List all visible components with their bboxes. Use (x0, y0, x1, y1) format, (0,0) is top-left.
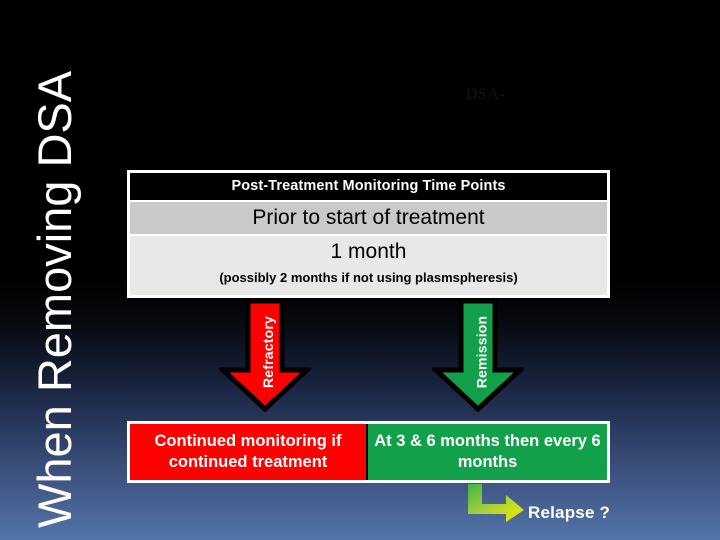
remission-arrow: Remission (432, 298, 524, 412)
arrow-down-icon (219, 298, 311, 412)
outcome-boxes: Continued monitoring if continued treatm… (127, 421, 610, 483)
panel-row-one-month: 1 month (possibly 2 months if not using … (130, 236, 607, 295)
page-title-text: When Removing DSA (27, 70, 81, 528)
arrow-down-icon (432, 298, 524, 412)
panel-row-one-month-text: 1 month (330, 240, 407, 263)
elbow-arrow-icon (468, 484, 524, 522)
dsa-faint-label: DSA- (466, 86, 506, 103)
panel-header: Post-Treatment Monitoring Time Points (130, 173, 607, 200)
outcome-refractory: Continued monitoring if continued treatm… (130, 424, 368, 480)
page-title: When Removing DSA (0, 0, 108, 540)
refractory-arrow: Refractory (219, 298, 311, 412)
relapse-label: Relapse ? (528, 503, 611, 522)
panel-inner: Post-Treatment Monitoring Time Points Pr… (130, 173, 607, 295)
monitoring-time-points-panel: Post-Treatment Monitoring Time Points Pr… (127, 170, 610, 298)
outcome-remission: At 3 & 6 months then every 6 months (368, 424, 607, 480)
panel-row-one-month-note: (possibly 2 months if not using plasmsph… (219, 270, 518, 285)
panel-row-prior-treatment: Prior to start of treatment (130, 200, 607, 236)
